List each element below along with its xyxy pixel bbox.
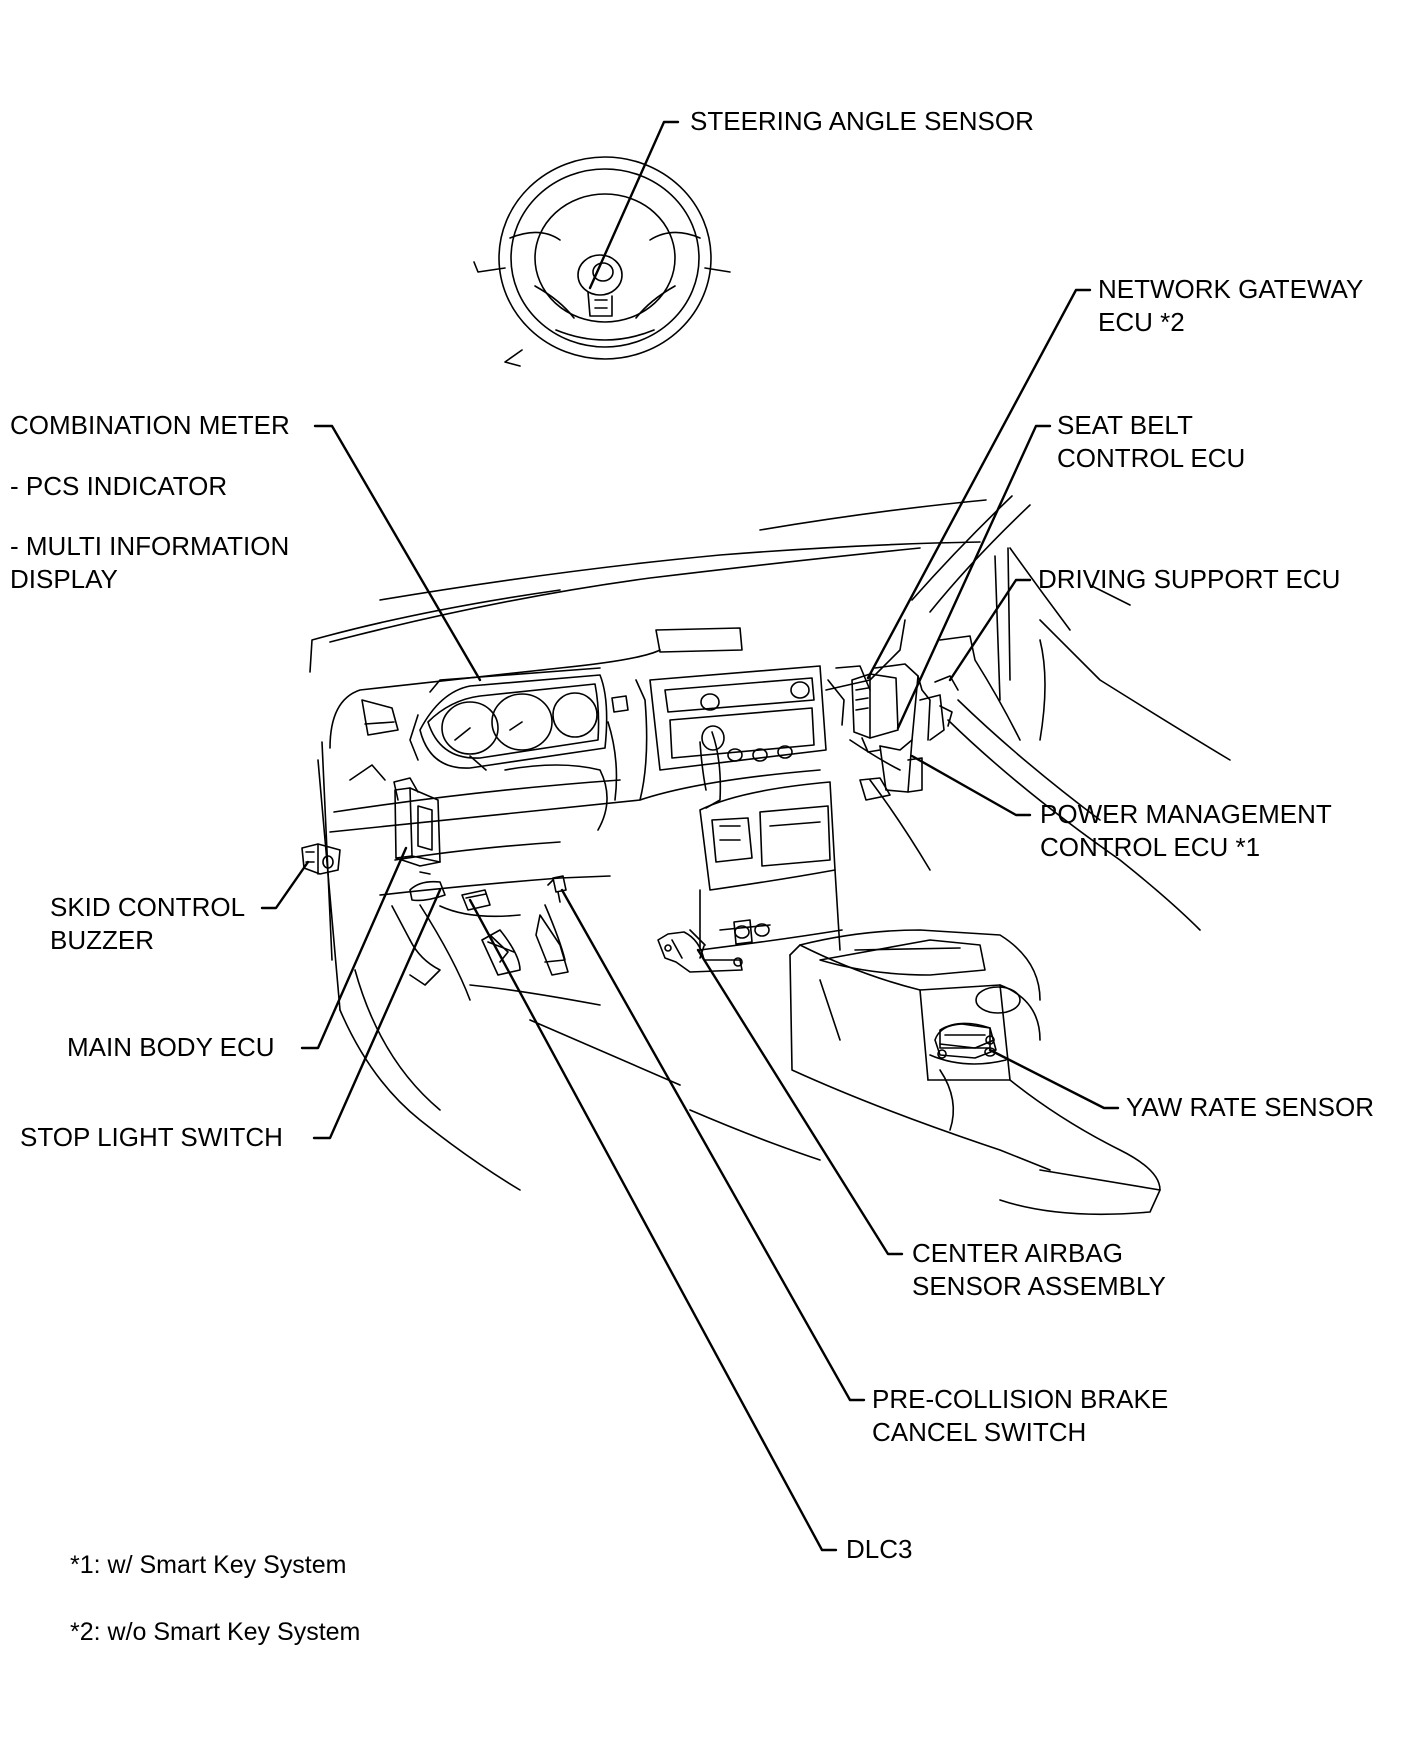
label-skid-control-buzzer-line1: SKID CONTROL (50, 892, 246, 922)
leader-seat-belt-control-ecu (896, 424, 1052, 730)
label-pcs-indicator: - PCS INDICATOR (10, 471, 228, 501)
ecu-cluster-drawing (851, 663, 959, 793)
leader-center-airbag-sensor (696, 948, 904, 1256)
label-yaw-rate-sensor: YAW RATE SENSOR (1126, 1092, 1374, 1122)
footnote-1: *1: w/ Smart Key System (70, 1551, 347, 1579)
label-pre-collision-brake-line2: CANCEL SWITCH (872, 1417, 1087, 1447)
label-dlc3: DLC3 (846, 1534, 913, 1564)
label-pre-collision-brake-line1: PRE-COLLISION BRAKE (872, 1384, 1169, 1414)
leader-power-management-control-ecu (910, 754, 1032, 817)
skid-control-buzzer-drawing (301, 843, 341, 875)
label-network-gateway-ecu-line2: ECU *2 (1098, 307, 1185, 337)
label-seat-belt-control-ecu-line1: SEAT BELT (1057, 410, 1193, 440)
label-skid-control-buzzer-line2: BUZZER (50, 925, 154, 955)
leader-driving-support-ecu (948, 578, 1032, 682)
leader-lines (260, 120, 1120, 1552)
combination-meter-drawing (409, 667, 608, 771)
label-network-gateway-ecu-line1: NETWORK GATEWAY (1098, 274, 1364, 304)
main-body-ecu-drawing (393, 777, 441, 875)
leader-network-gateway-ecu (866, 288, 1092, 680)
dashboard-outline (309, 495, 1231, 1216)
label-center-airbag-sensor-line1: CENTER AIRBAG (912, 1238, 1123, 1268)
footnote-2: *2: w/o Smart Key System (70, 1618, 361, 1646)
leader-steering-angle-sensor (588, 120, 680, 290)
leader-pre-collision-brake-cancel-switch (560, 888, 866, 1402)
label-seat-belt-control-ecu-line2: CONTROL ECU (1057, 443, 1246, 473)
label-combination-meter: COMBINATION METER (10, 410, 290, 440)
yaw-rate-sensor-drawing (934, 1023, 997, 1059)
label-steering-angle-sensor: STEERING ANGLE SENSOR (690, 106, 1034, 136)
label-multi-information-display-line1: - MULTI INFORMATION (10, 531, 290, 561)
label-driving-support-ecu: DRIVING SUPPORT ECU (1038, 564, 1341, 594)
leader-combination-meter (313, 424, 482, 682)
leader-stop-light-switch (312, 888, 442, 1140)
leader-skid-control-buzzer (260, 860, 310, 910)
steering-wheel-drawing (473, 156, 731, 367)
label-power-management-control-ecu-line1: POWER MANAGEMENT (1040, 799, 1332, 829)
pedal-area-parts-drawing (409, 875, 567, 911)
label-main-body-ecu: MAIN BODY ECU (67, 1032, 275, 1062)
label-stop-light-switch: STOP LIGHT SWITCH (20, 1122, 283, 1152)
label-multi-information-display-line2: DISPLAY (10, 564, 118, 594)
leader-main-body-ecu (300, 846, 408, 1050)
leader-dlc3 (468, 898, 838, 1552)
leader-yaw-rate-sensor (988, 1048, 1120, 1110)
label-power-management-control-ecu-line2: CONTROL ECU *1 (1040, 832, 1261, 862)
label-center-airbag-sensor-line2: SENSOR ASSEMBLY (912, 1271, 1166, 1301)
